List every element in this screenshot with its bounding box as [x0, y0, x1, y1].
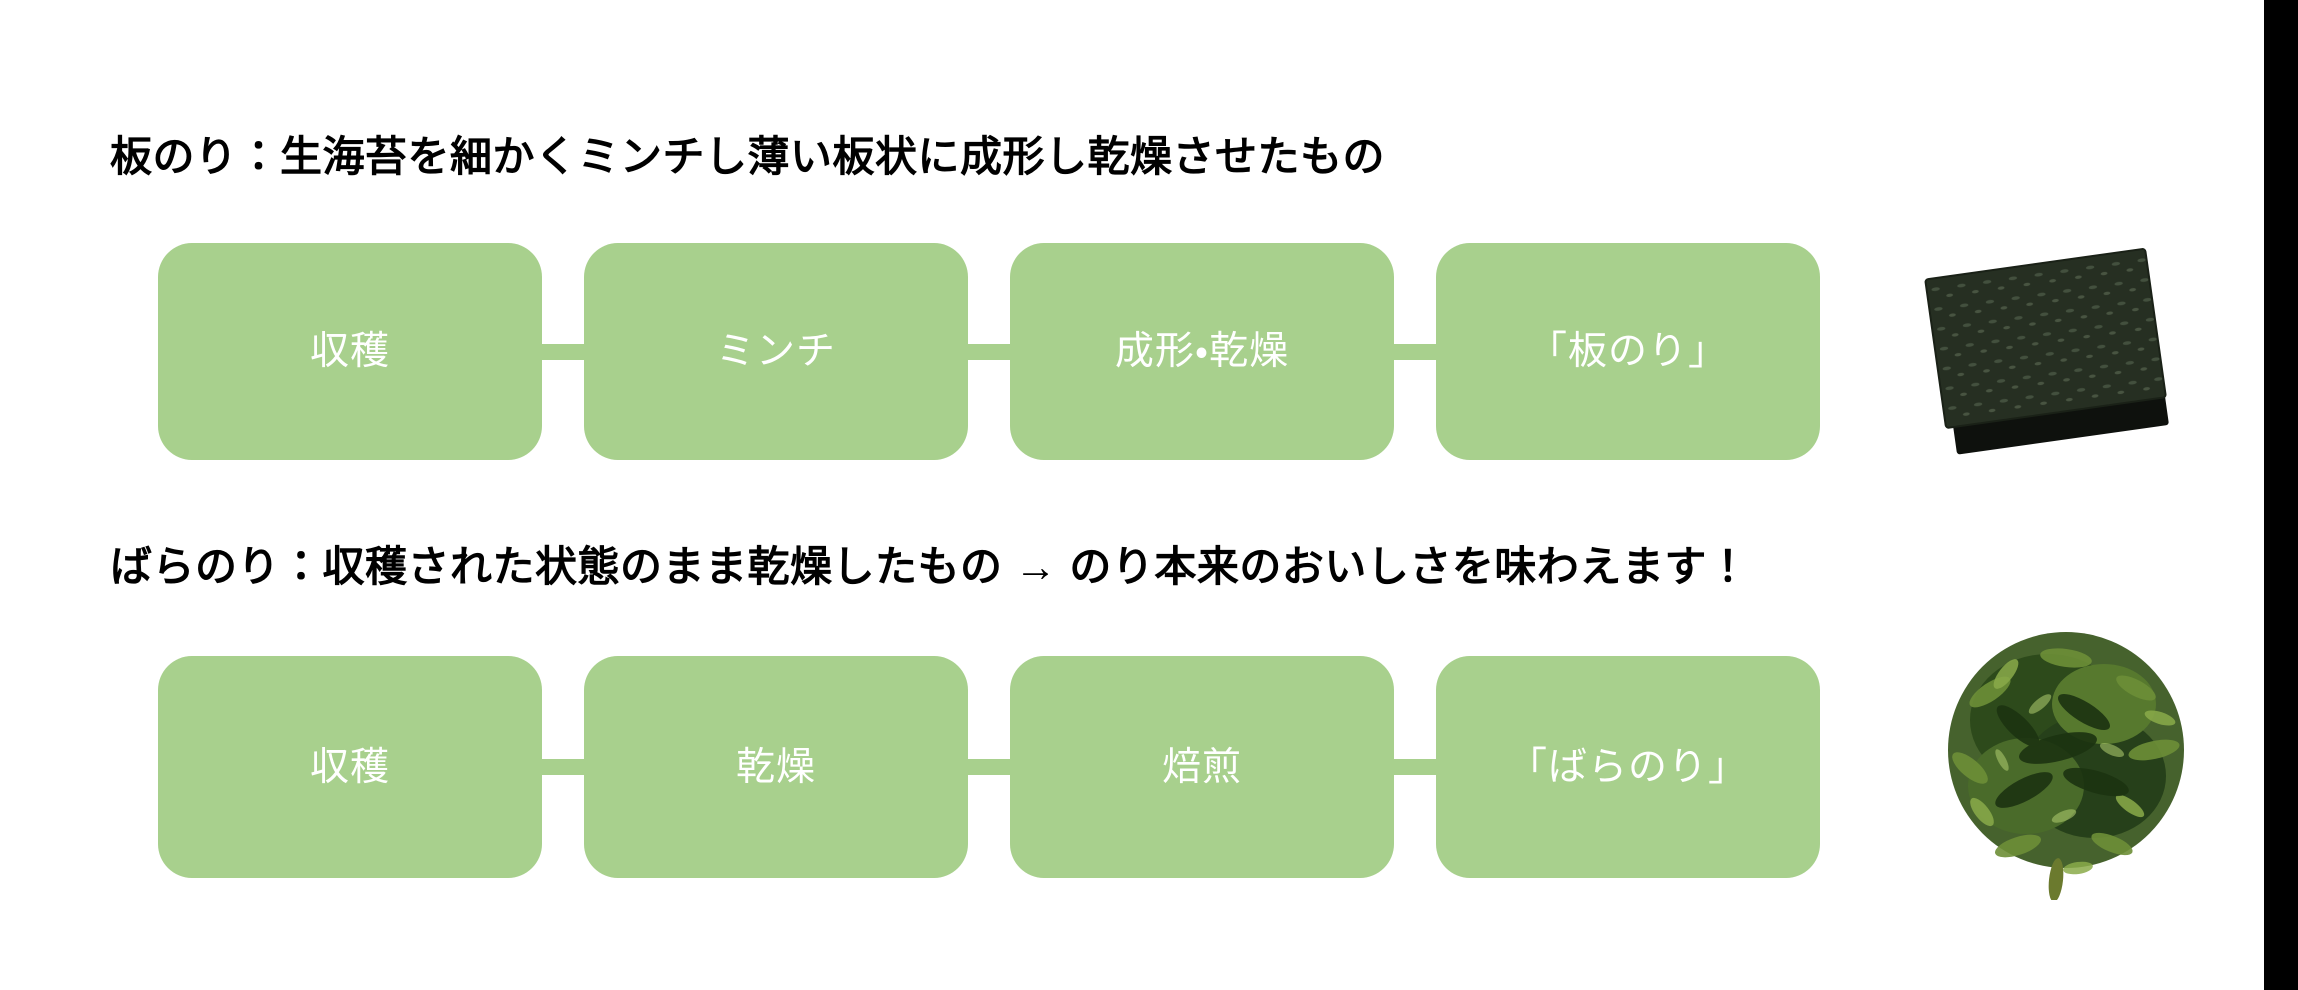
flow-step-label: 収穫	[309, 330, 390, 373]
flow-step-label: 成形・乾燥	[1114, 330, 1290, 373]
flow-connector-2-3	[1394, 759, 1436, 775]
flow-connector-2-2	[968, 759, 1010, 775]
flow-connector-1-1	[542, 343, 584, 360]
section-1-heading: 板のり：生海苔を細かくミンチし薄い板状に成形し乾燥させたもの	[110, 133, 1386, 180]
flow-step-1-3[interactable]: 成形・乾燥	[1010, 243, 1394, 460]
flow-step-label: 焙煎	[1161, 745, 1242, 789]
flow-step-2-4[interactable]: 「ばらのり」	[1436, 656, 1820, 878]
flow-step-1-4[interactable]: 「板のり」	[1436, 243, 1820, 460]
flow-step-label: ミンチ	[715, 330, 836, 373]
right-edge-band	[2264, 0, 2298, 990]
flow-step-label: 「ばらのり」	[1507, 745, 1748, 789]
flow-connector-2-1	[542, 759, 584, 775]
flow-step-label: 「板のり」	[1527, 330, 1728, 373]
flow-step-2-3[interactable]: 焙煎	[1010, 656, 1394, 878]
flow-step-1-2[interactable]: ミンチ	[584, 243, 968, 460]
flow-connector-1-3	[1394, 343, 1436, 360]
flow-step-label: 収穫	[309, 745, 390, 789]
flow-step-label: 乾燥	[735, 745, 816, 789]
loose-nori-photo	[1898, 600, 2228, 900]
flow-step-2-2[interactable]: 乾燥	[584, 656, 968, 878]
flow-step-1-1[interactable]: 収穫	[158, 243, 542, 460]
flow-step-2-1[interactable]: 収穫	[158, 656, 542, 878]
section-2-heading: ばらのり：収穫された状態のまま乾燥したもの → のり本来のおいしさを味わえます！	[110, 543, 1750, 590]
sheet-nori-photo	[1888, 228, 2224, 482]
process-flow-baranori: 収穫 乾燥 焙煎 「ばらのり」	[158, 656, 1820, 878]
process-flow-itanori: 収穫 ミンチ 成形・乾燥 「板のり」	[158, 243, 1820, 460]
flow-connector-1-2	[968, 343, 1010, 360]
